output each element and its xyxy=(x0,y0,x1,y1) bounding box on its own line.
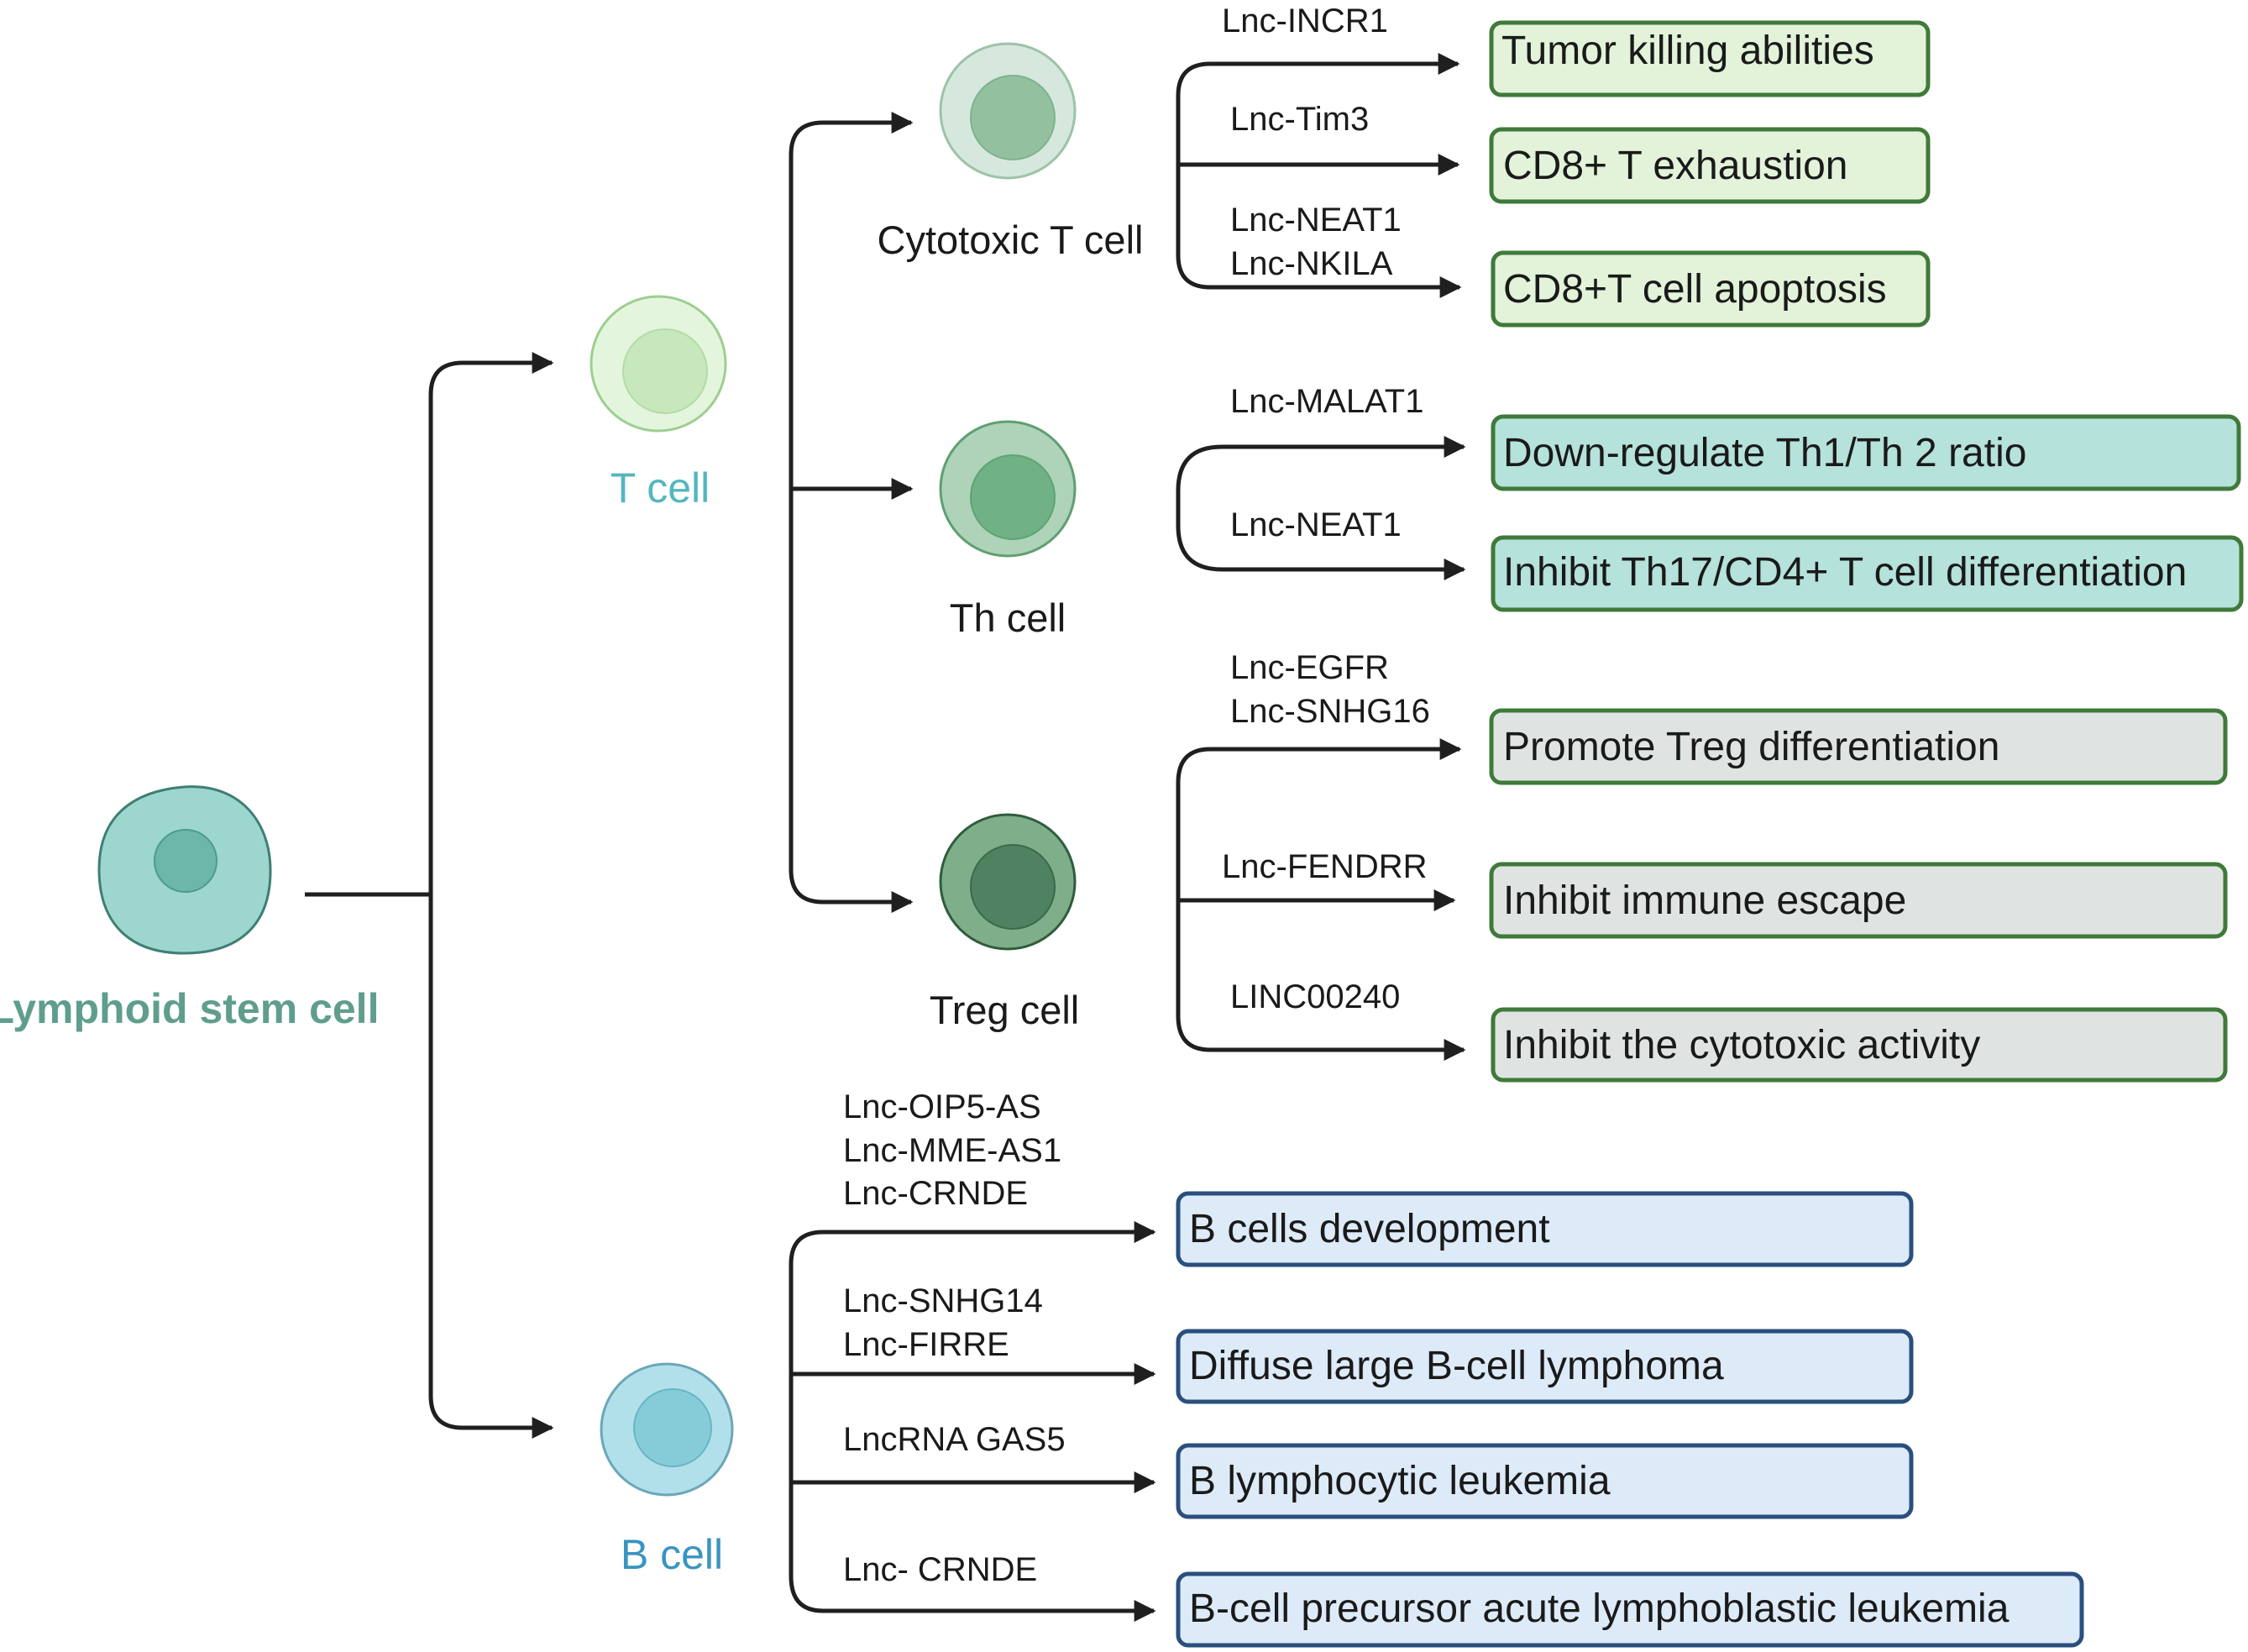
outcome-text-b-all: B-cell precursor acute lymphoblastic leu… xyxy=(1189,1586,2010,1631)
lnc-label: Lnc-FENDRR xyxy=(1222,848,1427,885)
crnde-arrow xyxy=(789,1576,1156,1622)
lymphoid-stem-cell: Lymphoid stem cell xyxy=(0,785,379,1032)
outcome-box-dlbcl xyxy=(1176,1329,1914,1404)
treg-cell: Treg cell xyxy=(930,813,1079,1032)
t-to-cytotoxic-arrow xyxy=(789,112,914,489)
outcome-box-b-leukemia xyxy=(1176,1443,1914,1519)
cytotoxic-cell-nucleus xyxy=(970,75,1056,160)
lnc-label: Lnc-MALAT1 xyxy=(1230,383,1423,420)
outcome-text-b-leukemia: B lymphocytic leukemia xyxy=(1189,1459,1611,1503)
lnc-label: Lnc-NEAT1 xyxy=(1230,506,1402,543)
lnc-label: LncRNA GAS5 xyxy=(843,1421,1066,1458)
outcome-box-cd8-exhaustion xyxy=(1489,127,1931,204)
t-cell: T cell xyxy=(590,295,727,511)
neat1-th-arrow xyxy=(1176,521,1466,580)
oip5-arrow xyxy=(789,1221,1156,1265)
lnc-label: Lnc-Tim3 xyxy=(1230,101,1369,138)
outcome-box-treg-diff xyxy=(1489,708,2228,785)
lnc-label: Lnc-FIRRE xyxy=(843,1326,1009,1363)
cytotoxic-cell-label: Cytotoxic T cell xyxy=(878,218,1144,262)
outcome-box-th17 xyxy=(1491,535,2244,612)
outcome-text-dlbcl: Diffuse large B-cell lymphoma xyxy=(1189,1344,1724,1388)
outcome-text-immune-escape: Inhibit immune escape xyxy=(1503,878,1906,923)
outcome-boxes: Tumor killing abilities CD8+ T exhaustio… xyxy=(1176,20,2244,1648)
t-cell-label: T cell xyxy=(610,464,710,511)
trunk-to-t-cell-arrow xyxy=(428,352,554,894)
lnc-label: Lnc-SNHG16 xyxy=(1230,693,1430,730)
linc00240-arrow xyxy=(1176,1015,1466,1061)
treg-cell-nucleus xyxy=(970,844,1056,930)
outcome-box-cd8-apoptosis xyxy=(1491,250,1931,328)
lnc-label: Lnc-SNHG14 xyxy=(843,1282,1043,1319)
lnc-label: Lnc-OIP5-AS xyxy=(843,1088,1041,1125)
b-cell: B cell xyxy=(600,1362,734,1578)
lnc-label: Lnc-INCR1 xyxy=(1222,3,1388,39)
lnc-label: Lnc-NKILA xyxy=(1230,245,1393,282)
lncrna-labels: Lnc-INCR1 Lnc-Tim3 Lnc-NEAT1 Lnc-NKILA L… xyxy=(843,3,1430,1588)
outcome-text-cytotoxic-activity: Inhibit the cytotoxic activity xyxy=(1503,1023,1980,1067)
connectors xyxy=(305,53,1466,1622)
outcome-text-cd8-exhaustion: CD8+ T exhaustion xyxy=(1503,144,1847,188)
outcome-box-th-ratio xyxy=(1491,414,2241,491)
outcome-text-cd8-apoptosis: CD8+T cell apoptosis xyxy=(1503,267,1887,312)
outcome-box-cytotoxic-activity xyxy=(1491,1007,2228,1083)
lnc-label: Lnc-NEAT1 xyxy=(1230,202,1402,239)
stem-cell-label: Lymphoid stem cell xyxy=(0,985,379,1032)
th-cell-nucleus xyxy=(970,454,1056,540)
trunk-to-b-cell-arrow xyxy=(428,894,554,1439)
outcome-box-tumor-killing xyxy=(1489,20,1931,97)
outcome-box-immune-escape xyxy=(1489,862,2228,939)
lnc-label: Lnc-MME-AS1 xyxy=(843,1132,1061,1169)
b-cell-nucleus xyxy=(633,1388,712,1467)
t-to-treg-arrow xyxy=(789,489,914,913)
treg-cell-label: Treg cell xyxy=(930,988,1079,1032)
t-cell-nucleus xyxy=(622,328,708,414)
lnc-label: Lnc-CRNDE xyxy=(843,1175,1028,1212)
outcome-text-treg-diff: Promote Treg differentiation xyxy=(1503,725,1999,769)
incr1-arrow xyxy=(1176,53,1460,97)
lnc-label: LINC00240 xyxy=(1230,978,1400,1015)
outcome-box-b-development xyxy=(1176,1191,1914,1267)
cytotoxic-t-cell: Cytotoxic T cell xyxy=(878,42,1144,262)
outcome-text-tumor-killing: Tumor killing abilities xyxy=(1501,29,1874,73)
neat1-nkila-arrow xyxy=(1176,254,1462,298)
stem-cell-nucleus xyxy=(154,829,217,893)
lnc-label: Lnc- CRNDE xyxy=(843,1551,1037,1588)
malat1-arrow xyxy=(1176,436,1466,521)
outcome-text-th17: Inhibit Th17/CD4+ T cell differentiation xyxy=(1503,550,2187,595)
outcome-text-b-development: B cells development xyxy=(1189,1207,1550,1251)
outcome-box-b-all xyxy=(1176,1571,2084,1648)
outcome-text-th-ratio: Down-regulate Th1/Th 2 ratio xyxy=(1503,431,2026,475)
egfr-snhg16-arrow xyxy=(1176,738,1462,784)
b-cell-label: B cell xyxy=(621,1531,723,1578)
lnc-label: Lnc-EGFR xyxy=(1230,649,1389,686)
th-cell-label: Th cell xyxy=(950,595,1066,640)
th-cell: Th cell xyxy=(939,420,1077,640)
